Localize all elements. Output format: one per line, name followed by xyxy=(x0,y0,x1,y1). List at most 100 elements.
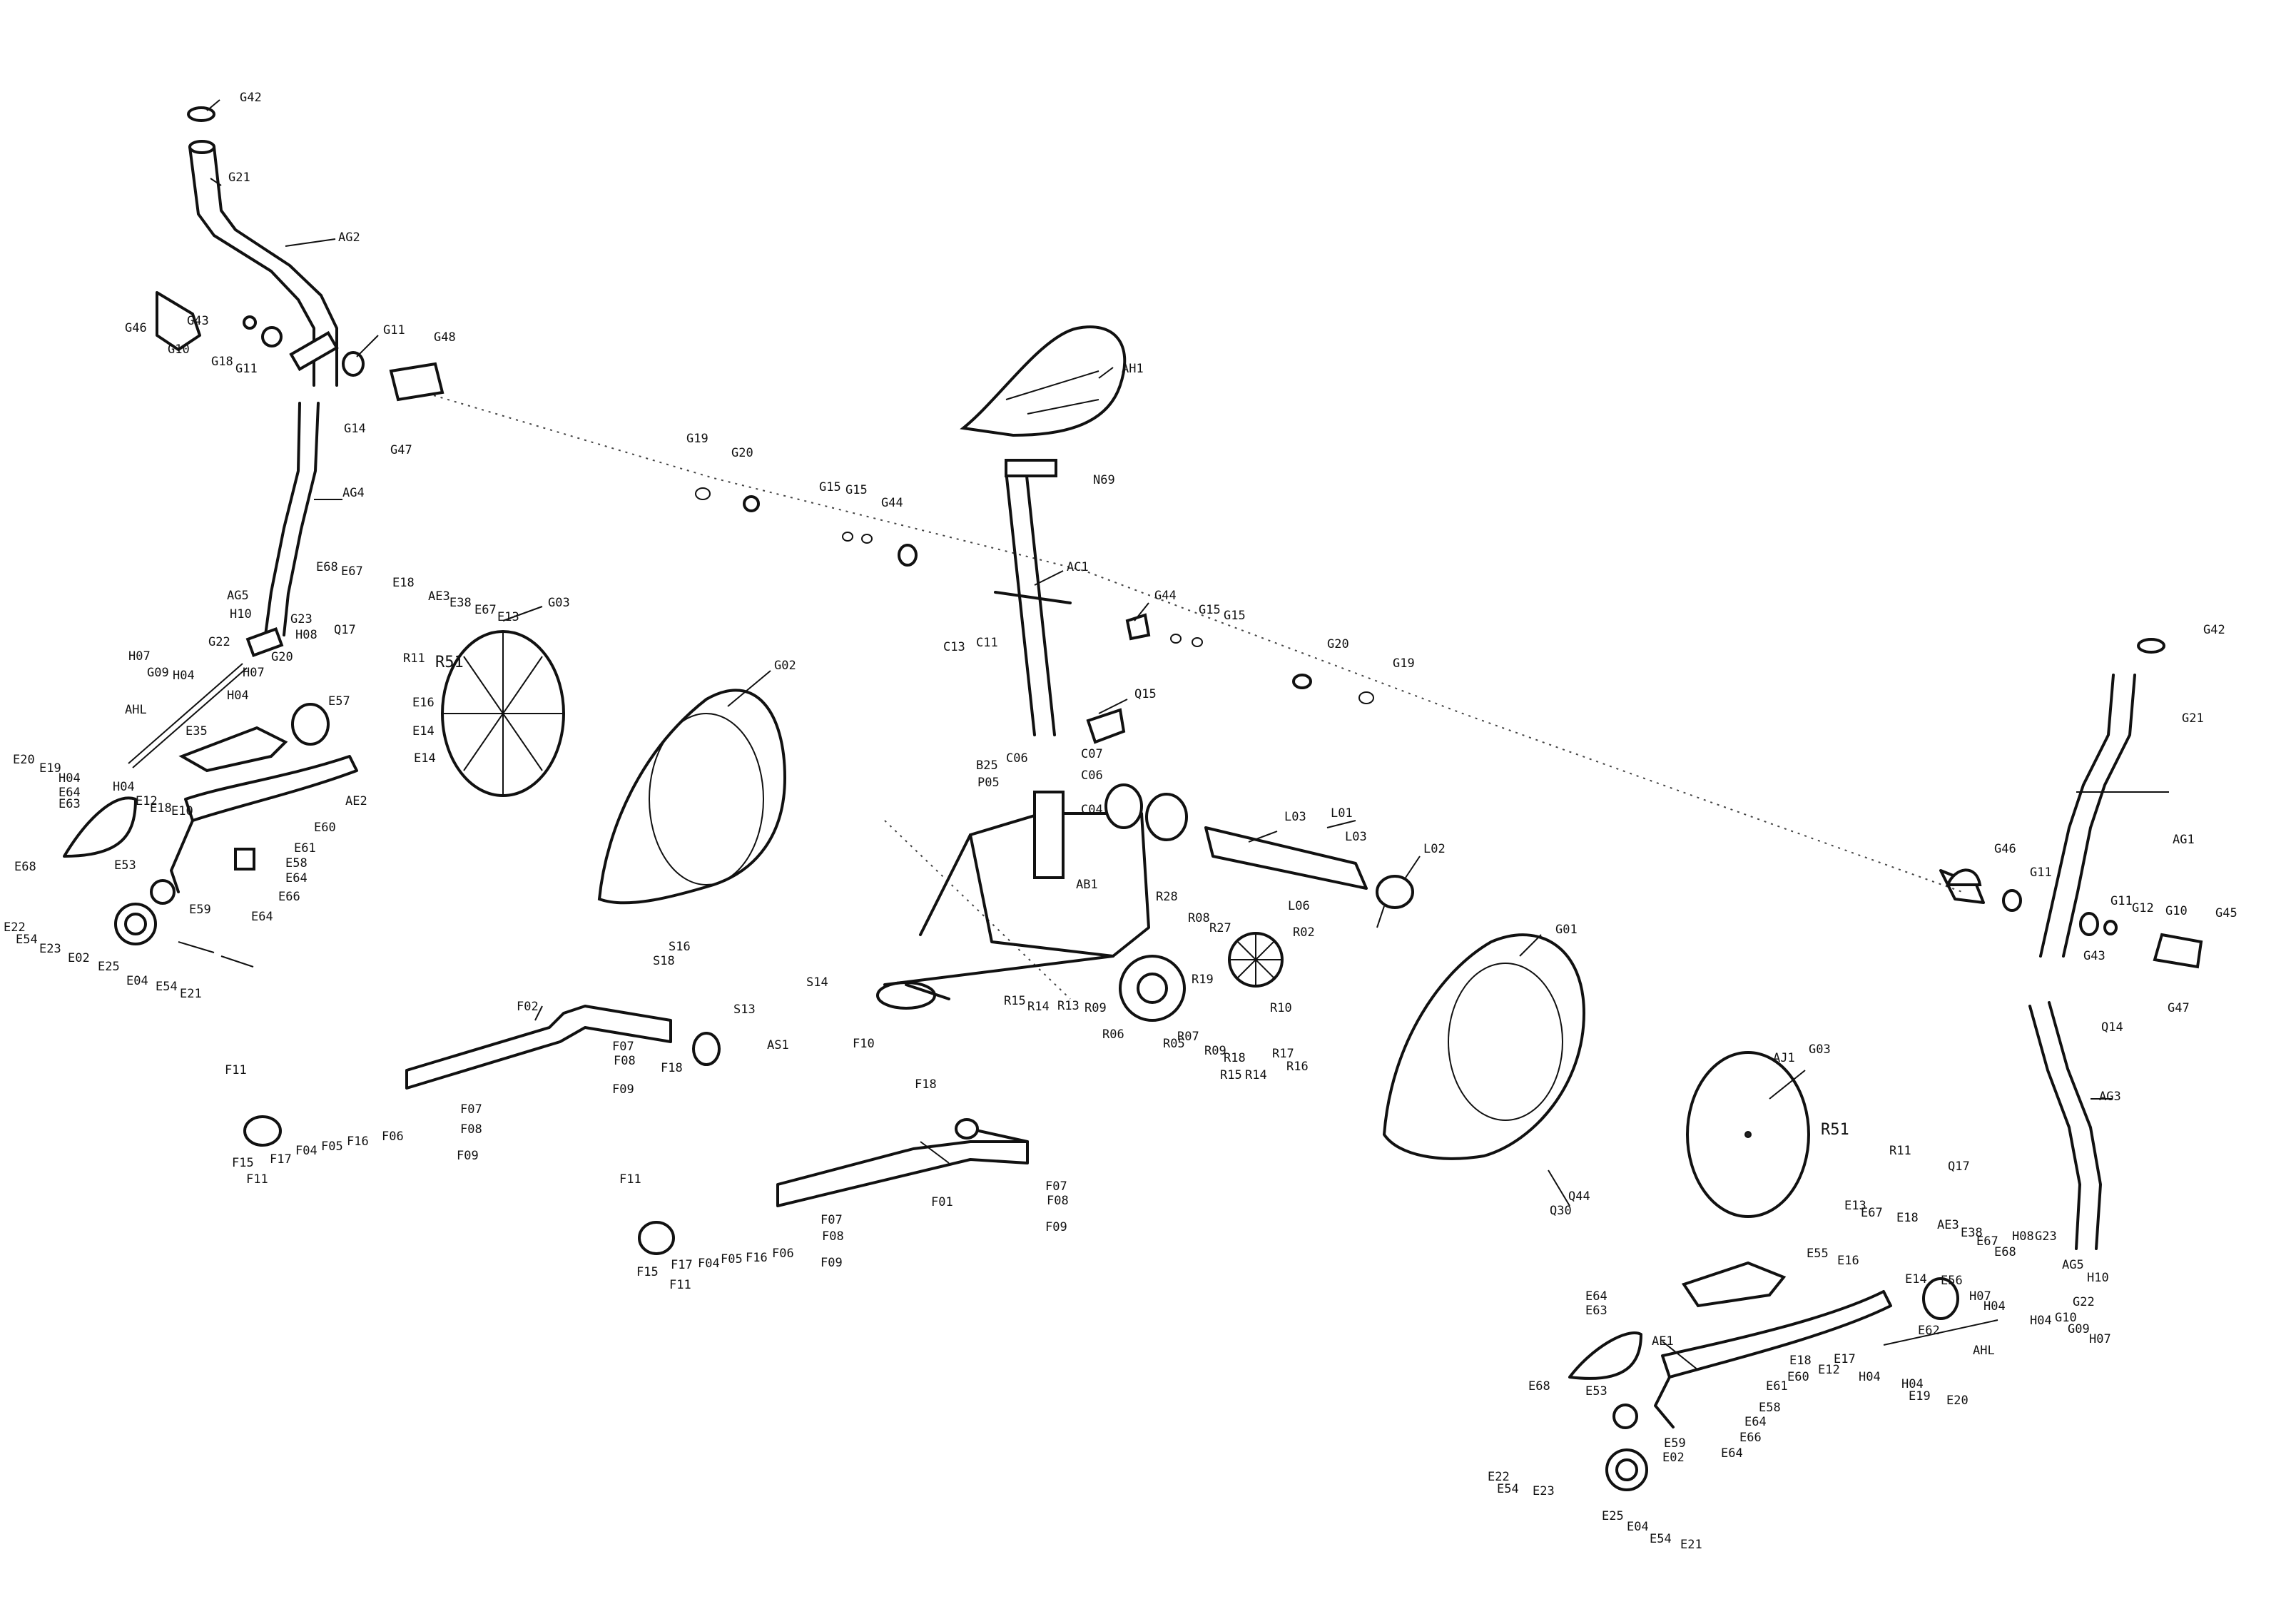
part-label: G45 xyxy=(2215,906,2237,920)
part-label: AHL xyxy=(125,703,147,717)
part-label: Q17 xyxy=(1948,1159,1970,1174)
part-label: E58 xyxy=(285,856,308,871)
part-label: R05 xyxy=(1163,1037,1185,1051)
part-label: F05 xyxy=(721,1252,743,1267)
part-label: H07 xyxy=(2089,1332,2111,1346)
part-label: L06 xyxy=(1288,899,1310,913)
part-label: H04 xyxy=(227,689,249,703)
shroud-cover-left xyxy=(597,689,787,905)
part-label: G43 xyxy=(187,314,209,328)
part-label: H07 xyxy=(243,666,265,680)
lower-arm-left xyxy=(128,402,320,768)
part-label: H07 xyxy=(128,649,151,664)
part-label: G21 xyxy=(228,171,250,185)
part-label: E14 xyxy=(1905,1272,1927,1286)
part-label: G15 xyxy=(1199,603,1221,617)
part-label: G23 xyxy=(2035,1229,2057,1244)
part-label: E53 xyxy=(1585,1384,1607,1399)
handlebar-upper-left xyxy=(156,106,445,402)
part-label: S13 xyxy=(733,1003,756,1017)
part-label: E64 xyxy=(1721,1446,1743,1461)
leader-lines xyxy=(206,99,2169,1371)
part-label: E66 xyxy=(1739,1431,1762,1445)
part-label: G20 xyxy=(271,650,293,664)
part-label: G09 xyxy=(2068,1322,2090,1336)
part-label: H10 xyxy=(230,607,252,621)
part-label: G14 xyxy=(344,422,366,436)
part-label: G18 xyxy=(211,355,233,369)
part-label: Q30 xyxy=(1550,1204,1572,1218)
handlebar-upper-right xyxy=(1939,638,2203,969)
part-label: C07 xyxy=(1081,747,1103,761)
part-label: F08 xyxy=(614,1054,636,1068)
part-label: E22 xyxy=(4,920,26,935)
part-label: C06 xyxy=(1006,751,1028,766)
part-label: C06 xyxy=(1081,768,1103,783)
part-label: G47 xyxy=(2168,1001,2190,1015)
part-label: E61 xyxy=(1766,1379,1788,1394)
part-label: E62 xyxy=(1918,1324,1940,1338)
axle-tube xyxy=(1104,783,1414,909)
part-label: F10 xyxy=(853,1037,875,1051)
part-label: R27 xyxy=(1209,921,1231,935)
part-label: R08 xyxy=(1188,911,1210,925)
part-label: F11 xyxy=(225,1063,247,1077)
part-label: E19 xyxy=(1909,1389,1931,1404)
part-label: F09 xyxy=(821,1256,843,1270)
part-label: C13 xyxy=(943,640,965,654)
part-label: E14 xyxy=(412,724,435,739)
part-label: E21 xyxy=(1680,1538,1702,1552)
part-label: L03 xyxy=(1284,810,1306,824)
part-label: E18 xyxy=(150,801,172,816)
part-label: E59 xyxy=(189,903,211,917)
part-label: E54 xyxy=(1650,1532,1672,1546)
part-label: F15 xyxy=(636,1265,659,1279)
part-label: H07 xyxy=(1969,1289,1991,1304)
pedal-arm-left xyxy=(63,703,358,968)
part-label: G20 xyxy=(1327,637,1349,651)
part-label: F18 xyxy=(661,1061,683,1075)
part-label: E21 xyxy=(180,987,202,1001)
part-label: R51 xyxy=(435,654,464,671)
part-label: E04 xyxy=(1627,1520,1649,1534)
part-label: E54 xyxy=(16,933,38,947)
part-label: R06 xyxy=(1102,1027,1124,1042)
part-label: G11 xyxy=(2110,894,2133,908)
part-label: AG2 xyxy=(338,230,360,245)
part-label: R11 xyxy=(403,651,425,666)
flywheel-right xyxy=(1686,1051,1810,1218)
part-label: R13 xyxy=(1057,999,1080,1013)
assembly-axis-line-lower xyxy=(884,820,1071,1000)
part-label: E12 xyxy=(1818,1363,1840,1377)
part-label: G09 xyxy=(147,666,169,680)
part-label: F08 xyxy=(1047,1194,1069,1208)
part-label: R02 xyxy=(1293,925,1315,940)
part-label: E67 xyxy=(474,603,497,617)
part-label: G42 xyxy=(240,91,262,105)
main-frame xyxy=(876,791,1150,1010)
part-label: F15 xyxy=(232,1156,254,1170)
part-label: G15 xyxy=(819,480,841,494)
part-label: G15 xyxy=(845,483,868,497)
part-label: AG4 xyxy=(342,486,365,500)
part-label: E22 xyxy=(1488,1470,1510,1484)
part-label: Q17 xyxy=(334,623,356,637)
part-label: F05 xyxy=(321,1140,343,1154)
part-label: E53 xyxy=(114,858,136,873)
part-label: G19 xyxy=(1393,656,1415,671)
part-labels: G42 G21 AG2 G46 G10 G43 G18 G11 G11 G48 … xyxy=(4,91,2237,1552)
part-label: R28 xyxy=(1156,890,1178,904)
part-label: AJ1 xyxy=(1773,1051,1795,1065)
part-label: G42 xyxy=(2203,623,2225,637)
part-label: E61 xyxy=(294,841,316,856)
part-label: AS1 xyxy=(767,1038,789,1052)
part-label: F06 xyxy=(772,1247,794,1261)
part-label: G47 xyxy=(390,443,412,457)
part-label: E54 xyxy=(1497,1482,1519,1496)
part-label: F07 xyxy=(612,1040,634,1054)
part-label: G19 xyxy=(686,432,708,446)
part-label: H04 xyxy=(2030,1314,2052,1328)
part-label: F06 xyxy=(382,1130,404,1144)
part-label: F11 xyxy=(619,1172,641,1187)
part-label: H08 xyxy=(295,628,318,642)
